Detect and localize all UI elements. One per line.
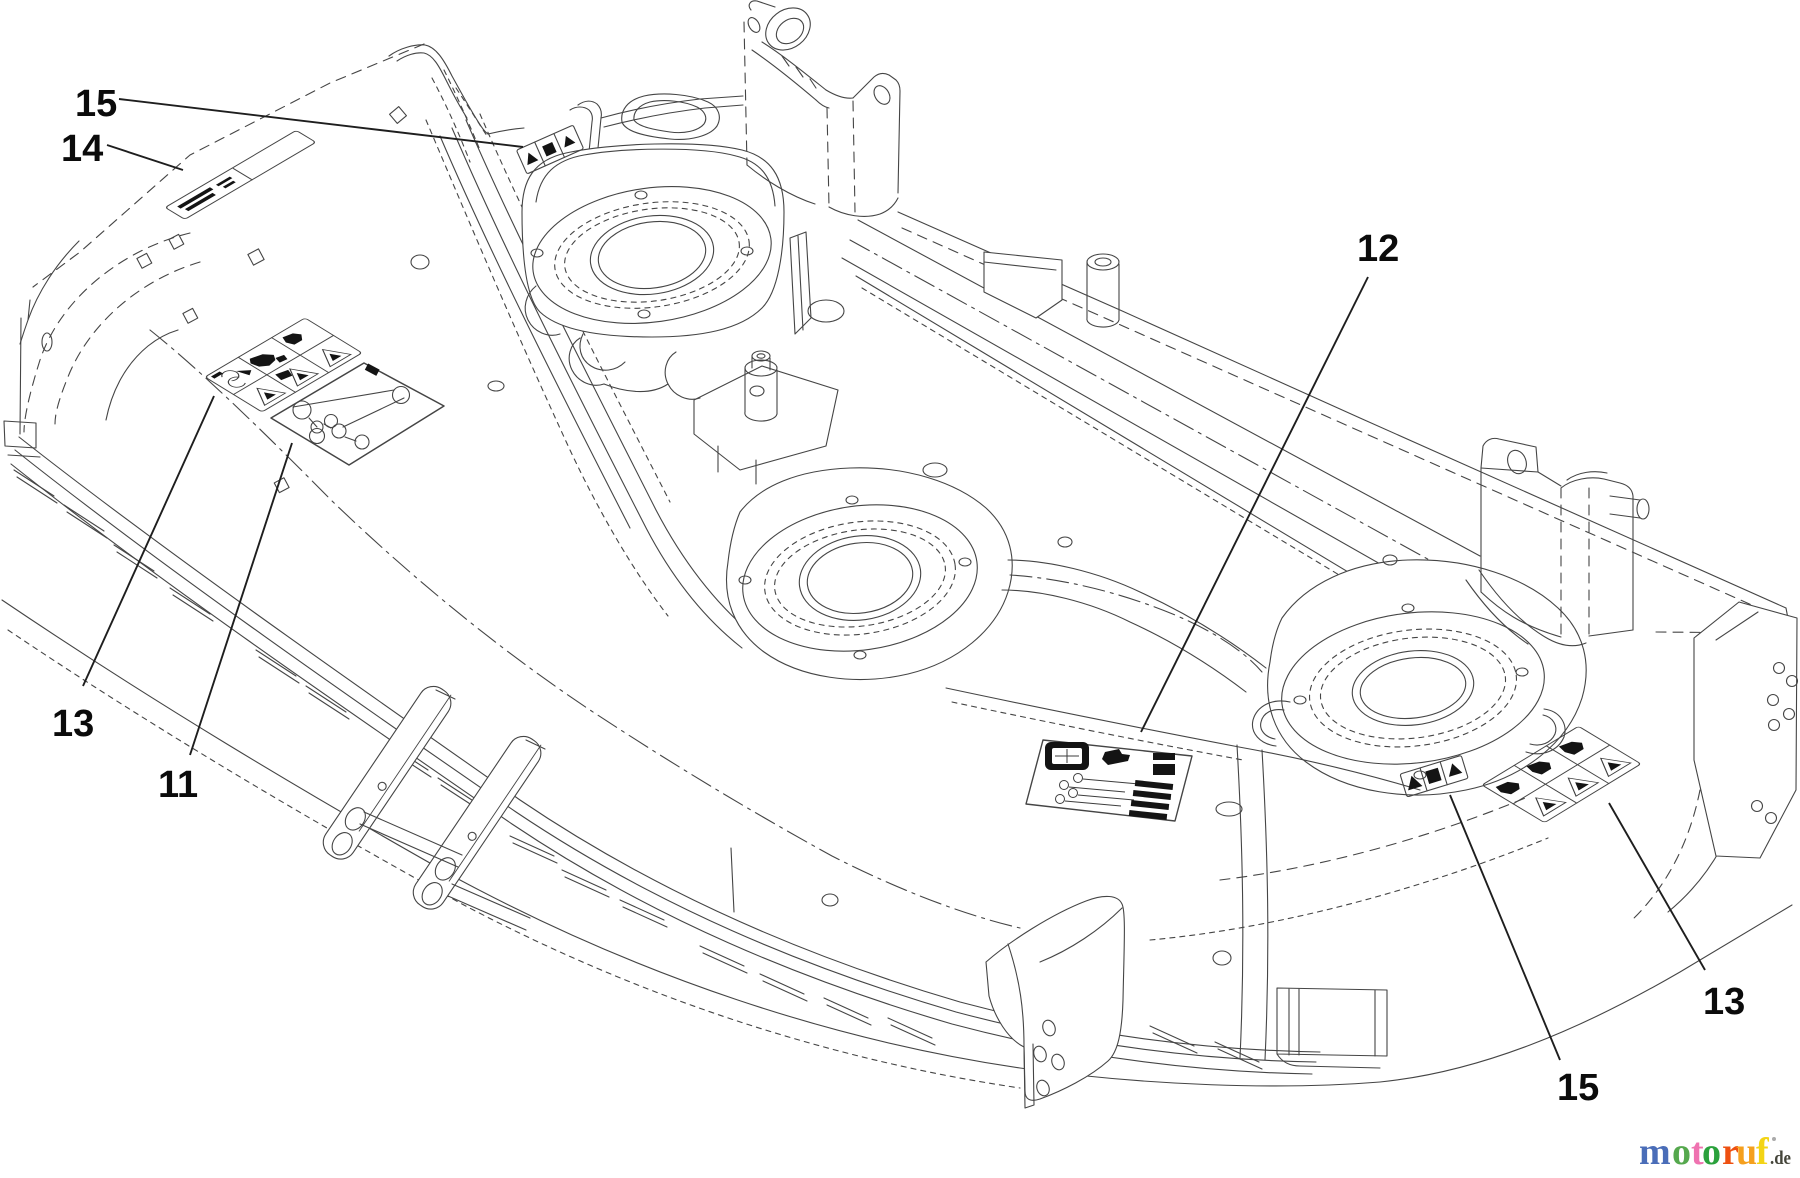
svg-text:15: 15 [75,83,117,125]
svg-text:u: u [1736,1131,1757,1173]
svg-text:o: o [1702,1131,1721,1173]
svg-text:.de: .de [1770,1148,1791,1169]
svg-text:13: 13 [1703,981,1745,1023]
svg-text:14: 14 [61,128,103,170]
svg-text:r: r [1722,1131,1739,1173]
svg-text:12: 12 [1357,228,1399,270]
svg-text:f: f [1756,1131,1770,1173]
svg-text:t: t [1691,1131,1704,1173]
svg-text:15: 15 [1557,1067,1599,1109]
svg-text:o: o [1672,1131,1691,1173]
svg-text:m: m [1639,1131,1671,1173]
svg-text:13: 13 [52,703,94,745]
svg-text:11: 11 [158,764,198,806]
